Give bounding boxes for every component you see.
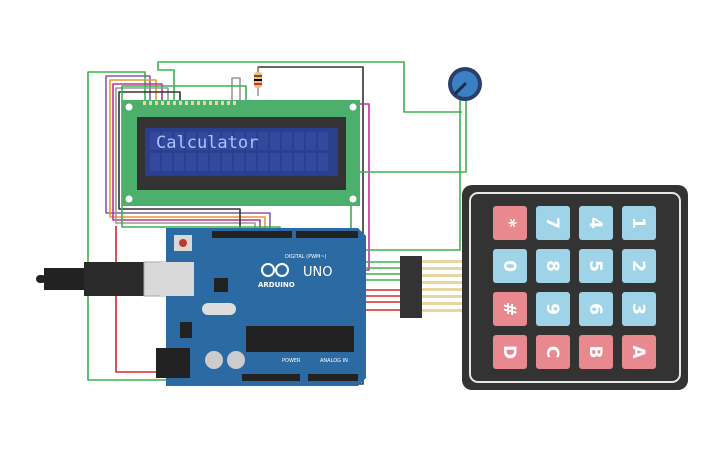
keypad-key-label: 5: [585, 260, 605, 272]
regulator-icon: [180, 322, 192, 338]
keypad-key-label: 2: [628, 260, 648, 272]
keypad-key[interactable]: 1: [622, 206, 656, 240]
capacitor-icon: [227, 351, 245, 369]
keypad-key[interactable]: *: [493, 206, 527, 240]
keypad-key-label: C: [542, 346, 562, 358]
arduino-uno-board[interactable]: ARDUINO UNO DIGITAL (PWM~) POWER ANALOG …: [156, 228, 366, 386]
keypad-key-label: A: [628, 345, 648, 359]
keypad-key[interactable]: 2: [622, 249, 656, 283]
lcd-display-text: Calculator: [156, 133, 258, 153]
keypad-key-label: 4: [585, 217, 605, 229]
keypad-key[interactable]: 9: [536, 292, 570, 326]
wire-red-power[interactable]: [115, 226, 160, 373]
lcd-cells: [150, 132, 328, 171]
keypad-key-face: [493, 206, 527, 240]
keypad-key-face: [622, 292, 656, 326]
power-header: [242, 374, 300, 381]
keypad-key-face: [536, 292, 570, 326]
keypad-key-label: 7: [542, 217, 562, 229]
keypad-key[interactable]: D: [493, 335, 527, 369]
keypad-key-label: 3: [628, 303, 648, 315]
keypad-key[interactable]: 4: [579, 206, 613, 240]
keypad-key-label: #: [499, 302, 519, 316]
keypad-key[interactable]: 3: [622, 292, 656, 326]
arduino-model-text: UNO: [303, 265, 332, 280]
keypad-key[interactable]: A: [622, 335, 656, 369]
keypad-connector: [400, 256, 422, 318]
keypad-key[interactable]: 7: [536, 206, 570, 240]
usb-chip: [214, 278, 228, 292]
keypad-key[interactable]: #: [493, 292, 527, 326]
keypad-key-label: D: [499, 345, 519, 359]
lcd-header-pins: [143, 101, 236, 105]
resistor-icon[interactable]: [254, 66, 262, 96]
keypad-key-face: [579, 335, 613, 369]
keypad-key[interactable]: 5: [579, 249, 613, 283]
capacitor-icon: [205, 351, 223, 369]
lcd-module[interactable]: Calculator: [122, 100, 360, 206]
usb-port: [160, 262, 194, 296]
keypad-key-face: [493, 249, 527, 283]
keypad-module[interactable]: * 7 4 1 0 8 5 2 #9 6 3D C B A: [400, 185, 688, 390]
keypad-keys: * 7 4 1 0 8 5 2 #9 6 3D C B A: [493, 206, 656, 369]
keypad-ribbon: [422, 260, 466, 312]
arduino-brand-text: ARDUINO: [258, 281, 295, 289]
keypad-key[interactable]: B: [579, 335, 613, 369]
wire-lcd-left-black[interactable]: [118, 91, 241, 236]
power-jack: [156, 348, 190, 378]
keypad-key[interactable]: C: [536, 335, 570, 369]
keypad-key-face: [622, 206, 656, 240]
digital-header-right: [296, 231, 358, 238]
keypad-key-label: B: [585, 346, 605, 359]
crystal-icon: [202, 303, 236, 315]
analog-label: ANALOG IN: [320, 358, 348, 364]
keypad-key-face: [579, 206, 613, 240]
keypad-key[interactable]: 8: [536, 249, 570, 283]
keypad-key-face: [493, 335, 527, 369]
keypad-key-face: [579, 249, 613, 283]
keypad-key-label: *: [499, 219, 519, 228]
potentiometer-icon[interactable]: [448, 67, 482, 101]
keypad-key-label: 9: [542, 303, 562, 315]
wire-lcd-right-gray[interactable]: [231, 77, 241, 100]
wire-pot-green2[interactable]: [359, 100, 461, 258]
wire-lcd-left-green2[interactable]: [157, 61, 462, 113]
keypad-key-face: [493, 292, 527, 326]
keypad-key[interactable]: 0: [493, 249, 527, 283]
keypad-key-face: [622, 249, 656, 283]
keypad-key-label: 6: [585, 303, 605, 315]
keypad-key-face: [536, 335, 570, 369]
power-label: POWER: [282, 358, 301, 364]
keypad-key-label: 1: [628, 217, 648, 229]
keypad-key[interactable]: 6: [579, 292, 613, 326]
wire-lcd-left-gray[interactable]: [115, 87, 256, 236]
keypad-key-face: [536, 249, 570, 283]
analog-header: [308, 374, 358, 381]
wire-lcd-left-green[interactable]: [87, 71, 205, 381]
keypad-key-face: [622, 335, 656, 369]
digital-label: DIGITAL (PWM~): [285, 254, 327, 260]
microcontroller-chip: [246, 326, 354, 352]
arduino-logo-icon: [261, 263, 289, 277]
keypad-key-label: 8: [542, 260, 562, 272]
keypad-key-face: [579, 292, 613, 326]
keypad-key-face: [536, 206, 570, 240]
digital-header-left: [212, 231, 292, 238]
keypad-key-label: 0: [499, 260, 519, 272]
